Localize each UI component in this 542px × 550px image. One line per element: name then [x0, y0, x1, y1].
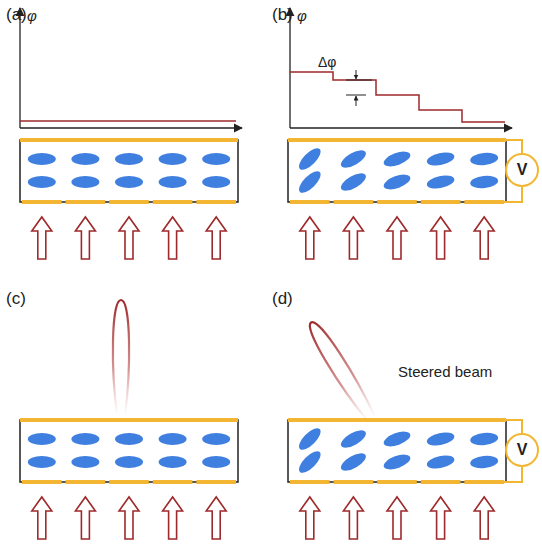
incident-light-arrow	[163, 217, 183, 259]
incident-light-arrow	[163, 497, 183, 539]
voltage-wire	[502, 187, 522, 202]
incident-light-arrow	[474, 217, 494, 259]
voltage-wire	[504, 420, 522, 433]
liquid-crystal-cell	[20, 418, 238, 539]
voltage-symbol: V	[517, 441, 528, 459]
panel-label: (c)	[6, 290, 26, 307]
position-axis	[290, 127, 512, 128]
voltage-source: V	[505, 153, 539, 187]
voltage-wire	[504, 140, 522, 153]
liquid-crystal-cell	[288, 138, 506, 259]
incident-light-arrow	[431, 217, 451, 259]
incident-light-arrow	[387, 497, 407, 539]
panel-label: (b)	[272, 6, 293, 23]
phase-step-label: Δφ	[318, 55, 336, 69]
incident-light-arrow	[32, 497, 52, 539]
panel-label: (d)	[272, 290, 293, 307]
axis-label: φ	[27, 8, 37, 23]
output-beam	[113, 300, 129, 415]
delta-arrow	[356, 70, 357, 79]
voltage-source: V	[505, 433, 539, 467]
incident-light-arrow	[119, 497, 139, 539]
incident-light-arrow	[387, 217, 407, 259]
incident-light-arrow	[343, 217, 363, 259]
beam-label: Steered beam	[398, 364, 492, 379]
liquid-crystal-cell	[20, 138, 238, 259]
voltage-symbol: V	[517, 161, 528, 179]
incident-light-arrow	[206, 497, 226, 539]
stepped-phase-profile	[290, 72, 505, 122]
phase-axis	[19, 8, 20, 128]
incident-light-arrow	[32, 217, 52, 259]
voltage-wire	[502, 467, 522, 482]
incident-light-arrow	[343, 497, 363, 539]
panel-label: (a)	[6, 6, 27, 23]
incident-light-arrow	[206, 217, 226, 259]
delta-arrow	[356, 96, 357, 106]
position-axis	[20, 127, 242, 128]
incident-light-arrow	[300, 217, 320, 259]
liquid-crystal-cell	[288, 418, 506, 539]
axis-label: φ	[297, 8, 307, 23]
incident-light-arrow	[75, 497, 95, 539]
incident-light-arrow	[119, 217, 139, 259]
incident-light-arrow	[431, 497, 451, 539]
phase-axis	[289, 8, 290, 128]
output-beam	[304, 318, 379, 424]
phase-profile	[20, 120, 236, 122]
incident-light-arrow	[75, 217, 95, 259]
incident-light-arrow	[474, 497, 494, 539]
incident-light-arrow	[300, 497, 320, 539]
